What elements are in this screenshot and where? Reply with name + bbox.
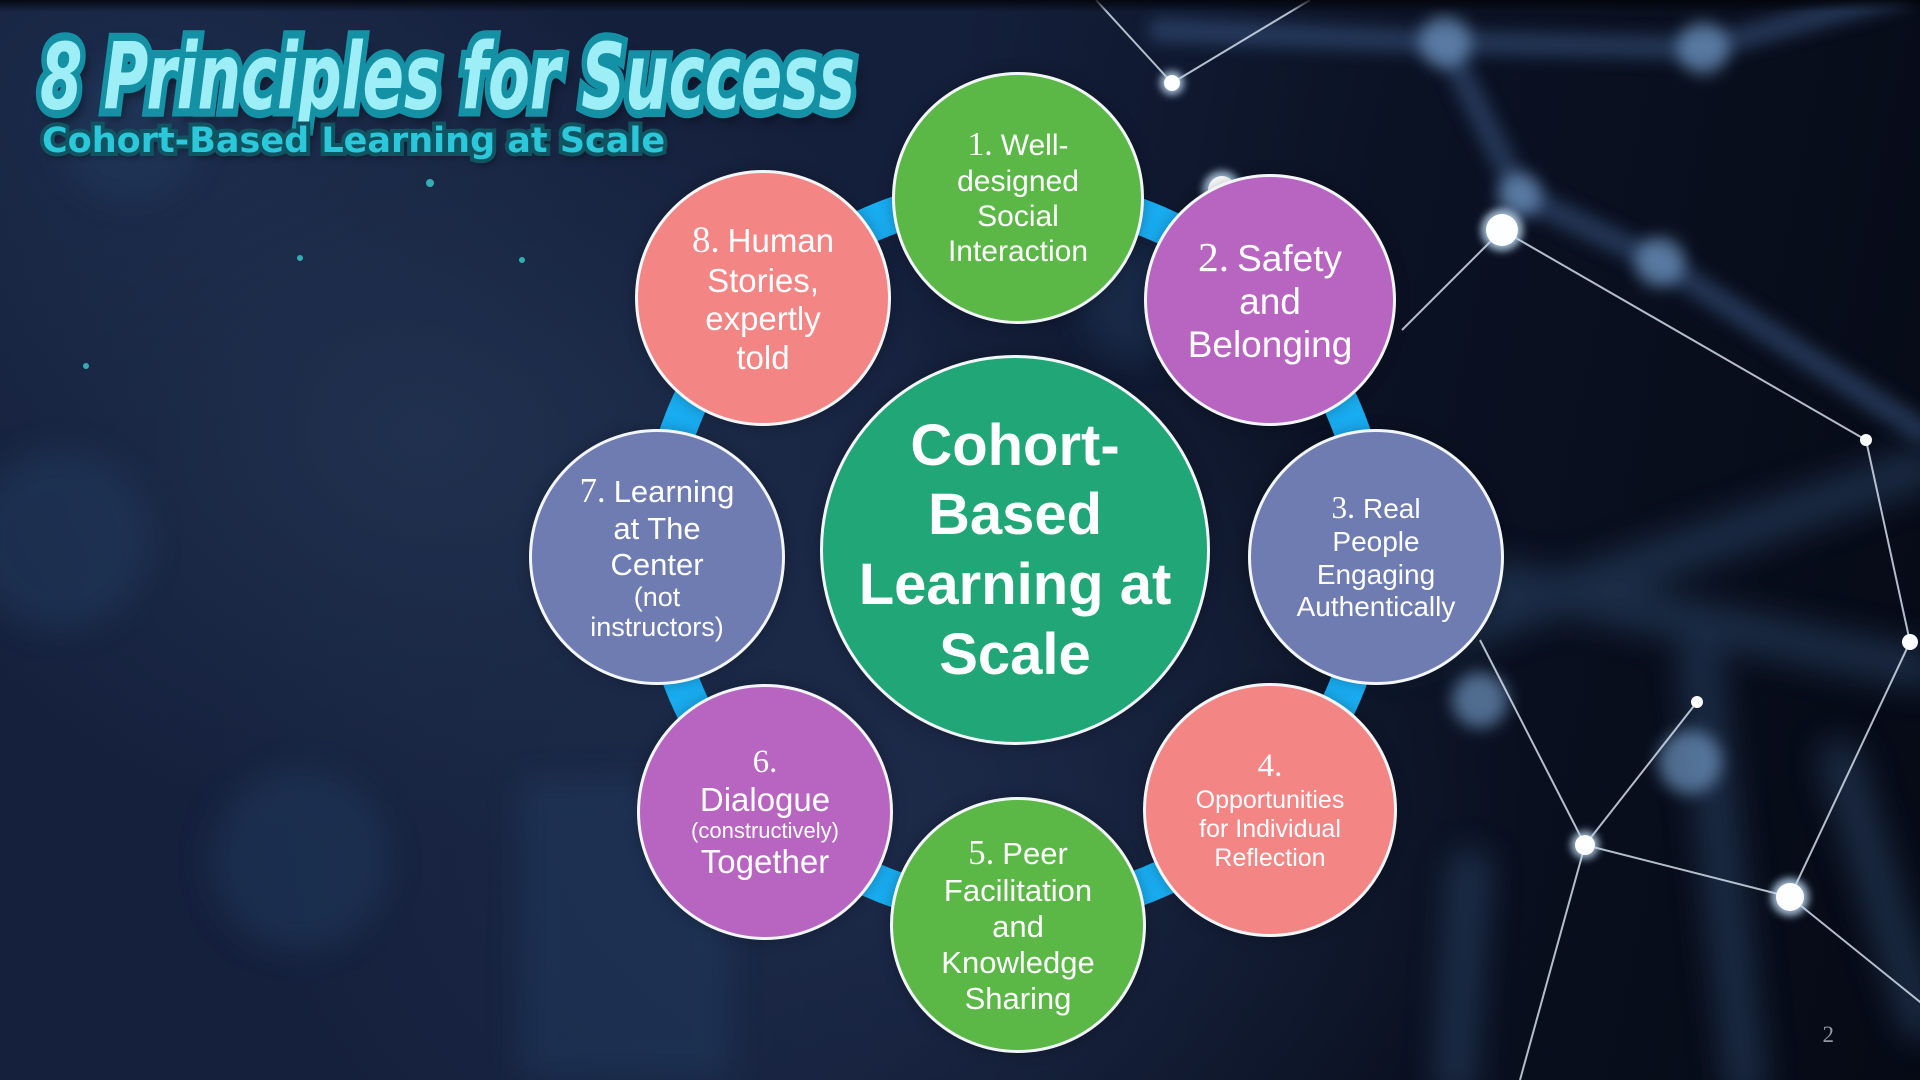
principle-circle-5: 5.Peer Facilitation and Knowledge Sharin… — [890, 797, 1146, 1053]
principle-3-number: 3. — [1331, 490, 1355, 526]
principle-circle-8: 8.Human Stories, expertly told — [635, 170, 891, 426]
principle-8-text: 8.Human Stories, expertly told — [691, 219, 835, 376]
center-circle-label: Cohort-Based Learning at Scale — [858, 412, 1172, 687]
slide-subtitle: Cohort-Based Learning at Scale — [42, 124, 665, 160]
principle-4-number: 4. — [1257, 748, 1283, 785]
principle-7-number: 7. — [579, 471, 606, 511]
principle-2-text: 2.Safety and Belonging — [1187, 234, 1353, 366]
principle-6-text2: Together — [700, 843, 830, 881]
teal-sparks — [83, 179, 525, 369]
center-circle: Cohort-Based Learning at Scale — [820, 355, 1210, 745]
principle-circle-4: 4. Opportunities for Individual Reflecti… — [1143, 683, 1397, 937]
page-number: 2 — [1822, 1022, 1835, 1047]
principle-5-text: 5.Peer Facilitation and Knowledge Sharin… — [941, 832, 1095, 1017]
principle-circle-7: 7.Learning at The Center (not instructor… — [529, 429, 785, 685]
top-shade-strip — [0, 0, 1920, 12]
principle-4-text: Opportunities for Individual Reflection — [1195, 785, 1345, 872]
principle-circle-1: 1.Well-designed Social Interaction — [892, 72, 1144, 324]
principle-3-text: 3.Real People Engaging Authentically — [1296, 490, 1456, 623]
principle-7-text: 7.Learning at The Center — [579, 471, 735, 583]
principle-6-subtext: (constructively) — [691, 818, 839, 844]
principle-5-number: 5. — [968, 832, 995, 872]
principle-7-subtext: (not instructors) — [590, 582, 724, 643]
principle-1-text: 1.Well-designed Social Interaction — [947, 126, 1089, 268]
principle-1-number: 1. — [967, 126, 993, 164]
slide-title: 8 Principles for Success — [40, 32, 855, 124]
principle-6-number: 6. — [752, 743, 778, 780]
principle-circle-3: 3.Real People Engaging Authentically — [1248, 429, 1504, 685]
principle-8-number: 8. — [691, 219, 720, 261]
blurred-nodes — [1419, 16, 1729, 794]
principle-circle-2: 2.Safety and Belonging — [1144, 174, 1396, 426]
principle-6-text: Dialogue — [699, 780, 831, 818]
principle-circle-6: 6. Dialogue (constructively) Together — [637, 684, 893, 940]
principle-2-number: 2. — [1198, 234, 1230, 281]
